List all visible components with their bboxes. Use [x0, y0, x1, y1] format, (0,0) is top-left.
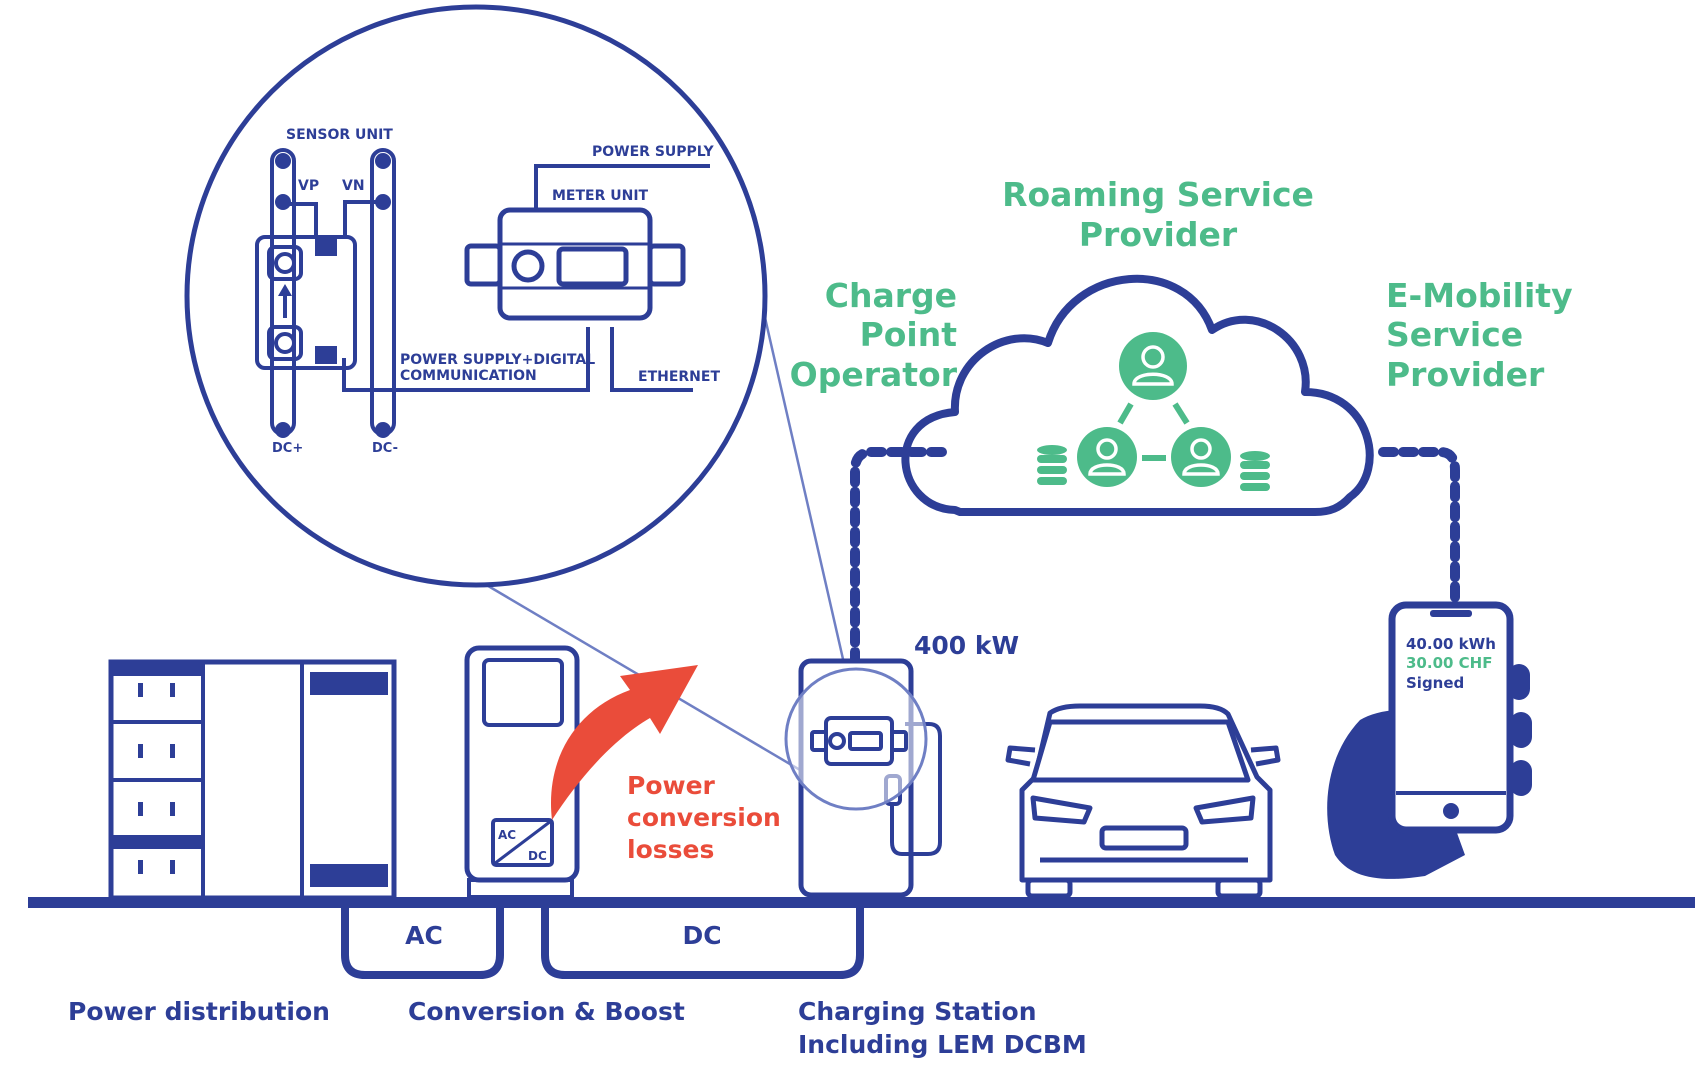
meter-unit-label: METER UNIT [552, 188, 649, 204]
ac-bus [341, 903, 504, 979]
user-icon [1119, 332, 1187, 400]
ethernet-label: ETHERNET [638, 369, 720, 385]
vp-label: VP [298, 178, 319, 194]
sensor-unit-label: SENSOR UNIT [286, 127, 393, 143]
database-icon [1240, 451, 1270, 491]
arrow-icon [550, 665, 698, 820]
roaming-label-1: Roaming Service [1002, 175, 1314, 214]
ac-bus-label: AC [405, 921, 443, 950]
dc-minus-label: DC- [372, 441, 398, 456]
emsp-label-2: Service [1386, 315, 1523, 354]
caption-power-distribution: Power distribution [68, 997, 330, 1026]
cpo-label-3: Operator [790, 355, 958, 394]
arrow-up-icon [278, 284, 292, 296]
caption-conversion: Conversion & Boost [408, 997, 685, 1026]
emsp-connection-dotted [1378, 447, 1460, 610]
roaming-label-2: Provider [1079, 215, 1238, 254]
losses-label-3: losses [627, 835, 714, 864]
power-supply-digital-label: POWER SUPPLY+DIGITAL [400, 352, 595, 368]
converter-ac-label: AC [498, 828, 516, 842]
meter-icon [810, 716, 908, 766]
vn-label: VN [342, 178, 365, 194]
user-icon [1171, 427, 1231, 487]
meter-highlight-circle [784, 667, 928, 811]
meter-unit [464, 207, 686, 321]
caption-station-2: Including LEM DCBM [798, 1030, 1087, 1059]
sensor-unit [255, 148, 710, 436]
zoom-circle [184, 4, 768, 588]
communication-label: COMMUNICATION [400, 368, 537, 384]
station-power-label: 400 kW [914, 631, 1019, 660]
dc-plus-label: DC+ [272, 441, 303, 456]
network-links [1117, 402, 1190, 461]
car-icon [1005, 703, 1281, 899]
charging-station [784, 658, 942, 898]
cpo-connection-dotted [850, 447, 947, 665]
dc-bus [541, 903, 864, 979]
ground-line [28, 897, 1695, 908]
phone-price-label: 30.00 CHF [1406, 654, 1492, 672]
emsp-label-1: E-Mobility [1386, 276, 1573, 315]
power-distribution-cabinet [108, 659, 397, 901]
zoom-connector-line [756, 286, 858, 717]
cpo-label-2: Point [860, 315, 958, 354]
converter-dc-label: DC [528, 849, 547, 863]
caption-station-1: Charging Station [798, 997, 1037, 1026]
dc-bus-label: DC [682, 921, 721, 950]
user-icon [1077, 427, 1137, 487]
phone-energy-label: 40.00 kWh [1406, 635, 1496, 653]
database-icon [1037, 445, 1067, 485]
emsp-label-3: Provider [1386, 355, 1545, 394]
cpo-label-1: Charge [825, 276, 957, 315]
phone-status-label: Signed [1406, 674, 1464, 692]
losses-label-2: conversion [627, 803, 781, 832]
zoom-detail: SENSOR UNIT VP VN POWER SUPPLY METER UNI… [184, 4, 858, 782]
losses-label-1: Power [627, 771, 716, 800]
smartphone-icon [1388, 601, 1514, 834]
power-supply-label: POWER SUPPLY [592, 144, 715, 160]
